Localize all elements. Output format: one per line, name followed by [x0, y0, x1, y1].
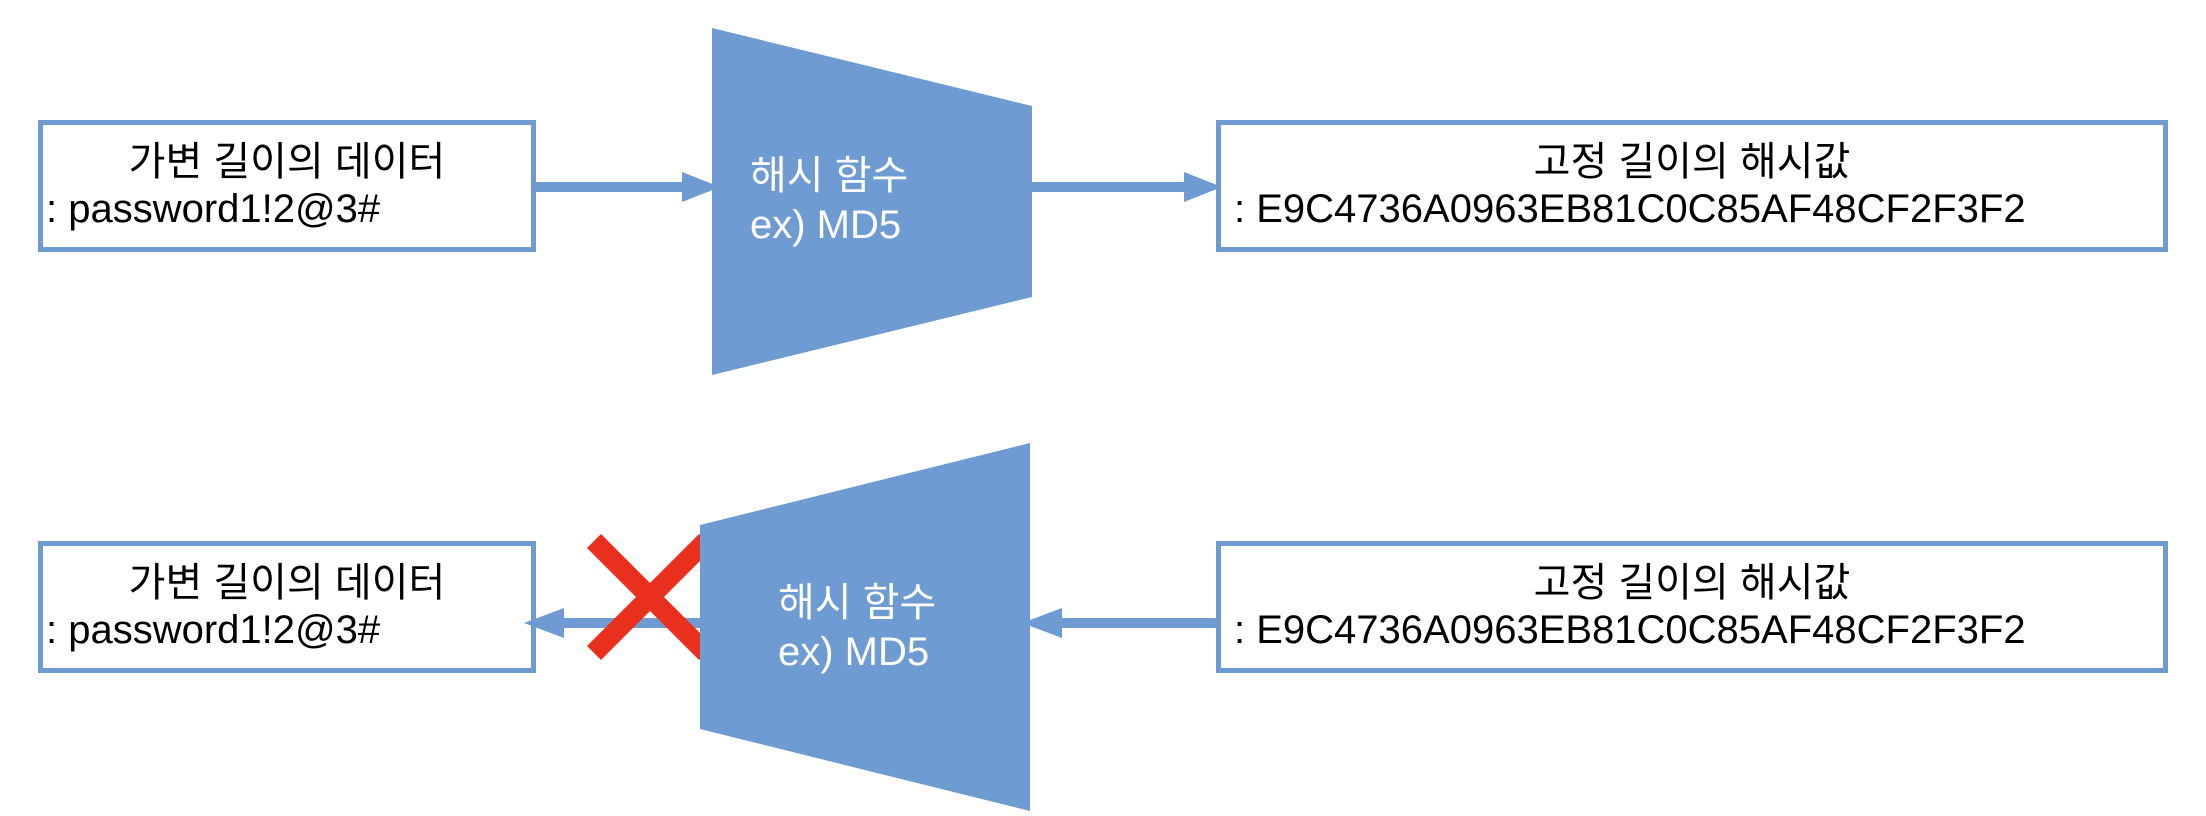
- hash-function-line1-bottom: 해시 함수: [778, 581, 937, 625]
- output-data-title-bottom: 가변 길이의 데이터: [128, 560, 446, 605]
- hash-output-value-top: : E9C4736A0963EB81C0C85AF48CF2F3F2: [1234, 187, 2026, 231]
- input-data-title-top: 가변 길이의 데이터: [128, 139, 446, 184]
- arrow-right-hash-to-output-top: [1022, 172, 1222, 202]
- input-data-box-top: 가변 길이의 데이터 : password1!2@3#: [38, 120, 536, 252]
- hash-input-box-bottom: 고정 길이의 해시값 : E9C4736A0963EB81C0C85AF48CF…: [1216, 541, 2168, 673]
- hash-function-shape-bottom: 해시 함수 ex) MD5: [700, 443, 1030, 811]
- hash-function-label-top: 해시 함수 ex) MD5: [750, 152, 908, 250]
- arrow-left-input-to-hash-bottom: [1022, 608, 1222, 638]
- arrow-right-input-to-hash-top: [536, 172, 720, 202]
- hash-output-title-top: 고정 길이의 해시값: [1533, 139, 1851, 184]
- hash-function-line1-top: 해시 함수: [750, 154, 909, 198]
- input-data-value-top: : password1!2@3#: [46, 187, 381, 231]
- hash-function-line2-bottom: ex) MD5: [778, 629, 930, 674]
- hash-output-box-top: 고정 길이의 해시값 : E9C4736A0963EB81C0C85AF48CF…: [1216, 120, 2168, 252]
- output-data-value-bottom: : password1!2@3#: [46, 608, 381, 652]
- hash-function-label-bottom: 해시 함수 ex) MD5: [778, 579, 936, 677]
- hash-function-line2-top: ex) MD5: [750, 202, 902, 247]
- hash-function-shape-top: 해시 함수 ex) MD5: [712, 28, 1032, 375]
- hash-input-title-bottom: 고정 길이의 해시값: [1533, 560, 1851, 605]
- red-x-icon: [587, 534, 713, 660]
- hash-input-value-bottom: : E9C4736A0963EB81C0C85AF48CF2F3F2: [1234, 608, 2026, 652]
- output-data-box-bottom: 가변 길이의 데이터 : password1!2@3#: [38, 541, 536, 673]
